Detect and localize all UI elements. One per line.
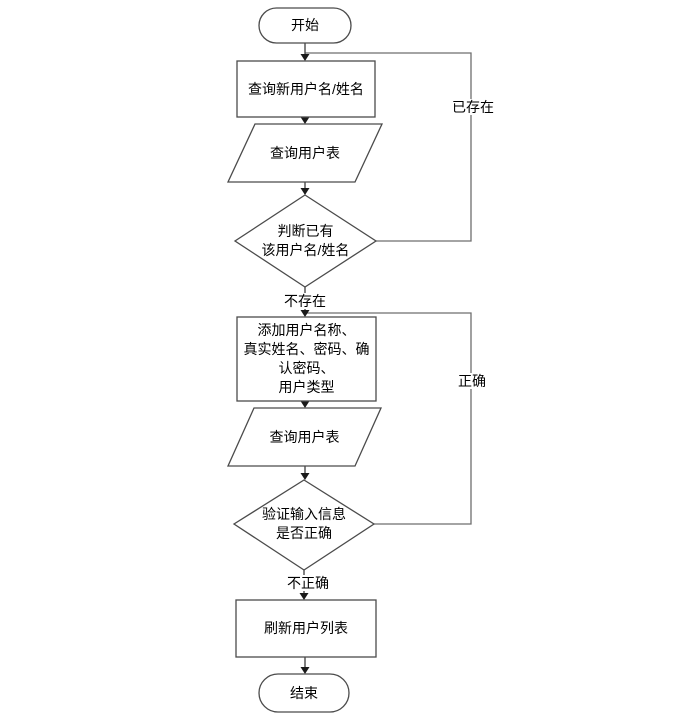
arrowhead-adduser-to-table2: [300, 401, 310, 408]
edge-label-correct: 正确: [457, 373, 487, 389]
add-user-process-shape: [236, 316, 377, 402]
arrowhead-query-to-table1: [300, 117, 310, 124]
start-node-label: 开始: [291, 17, 319, 33]
end-node-label: 结束: [290, 684, 318, 701]
arrowhead-table1-to-decision1: [300, 188, 310, 195]
end-terminator-shape: [258, 673, 350, 713]
arrowhead-decision2-to-refresh: [299, 593, 309, 600]
edge-label-not-exists: 不存在: [283, 293, 327, 309]
query-user-table-2-label: 查询用户表: [269, 428, 340, 445]
query-new-user-process-shape: [236, 60, 376, 118]
refresh-list-process-shape: [235, 599, 377, 658]
query-new-user-label: 查询新用户名/姓名: [248, 80, 364, 97]
edge-correct-loop: [305, 312, 472, 525]
edge-exists-loop: [305, 52, 472, 242]
query-user-table-1-label: 查询用户表: [270, 144, 340, 161]
edge-label-incorrect: 不正确: [286, 575, 330, 591]
refresh-list-label: 刷新用户列表: [264, 620, 348, 636]
add-user-label: 添加用户名称、 真实姓名、密码、确 认密码、 用户类型: [243, 322, 370, 395]
check-exists-label: 判断已有 该用户名/姓名: [261, 223, 350, 258]
arrowhead-start-to-query: [300, 54, 310, 61]
query-user-table-2-data-shape: [226, 407, 383, 467]
check-exists-decision-shape: [233, 194, 378, 288]
start-terminator-shape: [258, 7, 352, 44]
arrowhead-table2-to-decision2: [300, 473, 310, 480]
arrowhead-refresh-to-end: [300, 667, 310, 674]
query-user-table-1-data-shape: [226, 123, 384, 183]
edge-label-exists: 已存在: [451, 99, 495, 115]
verify-input-decision-shape: [232, 479, 376, 571]
arrowhead-decision1-to-adduser: [300, 310, 310, 317]
verify-input-label: 验证输入信息 是否正确: [262, 506, 346, 541]
